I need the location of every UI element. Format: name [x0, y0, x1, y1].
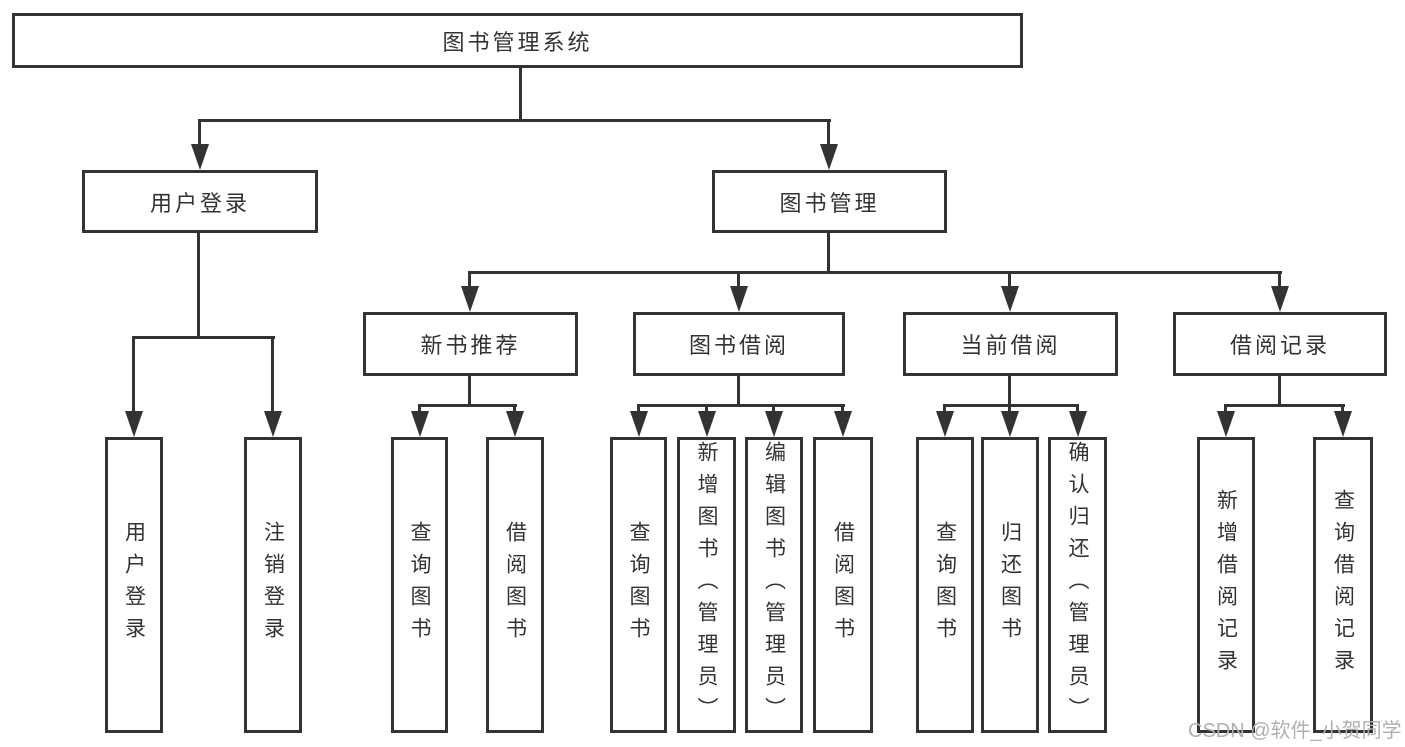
node-label: 查询图书 — [408, 521, 431, 649]
leaf-edit-books-admin: 编辑图书（管理员） — [745, 437, 803, 733]
arrow-down-icon — [461, 286, 479, 312]
leaf-borrow-books-recommend: 借阅图书 — [486, 437, 544, 733]
connector-stem — [1008, 376, 1011, 407]
node-borrowing-records: 借阅记录 — [1173, 312, 1387, 376]
arrow-down-icon — [1069, 411, 1087, 437]
connector-stem — [737, 376, 740, 407]
node-label: 新增借阅记录 — [1214, 489, 1238, 681]
node-label: 新书推荐 — [420, 333, 521, 358]
node-label: 查询图书 — [627, 521, 650, 649]
leaf-add-borrow-record: 新增借阅记录 — [1197, 437, 1255, 733]
connector-root-hbar — [198, 119, 831, 122]
arrow-down-icon — [730, 286, 748, 312]
node-label: 用户登录 — [149, 190, 250, 216]
leaf-add-books-admin: 新增图书（管理员） — [677, 437, 736, 733]
leaf-query-books-recommend: 查询图书 — [391, 437, 448, 733]
node-label: 注销登录 — [261, 521, 285, 649]
node-label: 用户登录 — [122, 521, 146, 649]
arrow-down-icon — [834, 411, 852, 437]
node-label: 借阅记录 — [1229, 333, 1330, 358]
node-label: 查询借阅记录 — [1331, 489, 1355, 681]
connector-hbar — [637, 404, 845, 407]
node-label: 新增图书（管理员） — [695, 441, 718, 729]
arrow-down-icon — [506, 411, 524, 437]
leaf-user-login: 用户登录 — [105, 437, 163, 733]
arrow-down-icon — [936, 411, 954, 437]
node-label: 图书管理 — [779, 190, 880, 216]
connector-hbar — [1224, 404, 1345, 407]
connector-drop-leaf — [772, 407, 775, 413]
connector-hbar — [943, 404, 1079, 407]
node-current-borrowing: 当前借阅 — [903, 312, 1118, 376]
leaf-query-books-borrowing: 查询图书 — [610, 437, 667, 733]
node-label: 当前借阅 — [960, 333, 1061, 358]
connector-drop-book-management — [827, 122, 830, 147]
connector-drop-leaf — [705, 407, 708, 413]
arrow-down-icon — [191, 144, 209, 170]
watermark-text: CSDN @软件_小贺同学 — [1188, 720, 1402, 742]
node-label: 确认归还（管理员） — [1066, 441, 1089, 729]
node-new-book-recommendation: 新书推荐 — [363, 312, 578, 376]
connector-root-stem — [519, 67, 522, 122]
connector-drop-level3 — [468, 274, 471, 288]
connector-drop-leaf — [1008, 407, 1011, 413]
connector-drop-user-login — [198, 122, 201, 147]
node-library-management-system: 图书管理系统 — [12, 13, 1023, 68]
arrow-down-icon — [411, 411, 429, 437]
leaf-confirm-return-admin: 确认归还（管理员） — [1048, 437, 1107, 733]
node-label: 编辑图书（管理员） — [762, 441, 786, 729]
connector-hbar — [418, 404, 517, 407]
connector-drop-level3 — [1008, 274, 1011, 288]
leaf-return-books: 归还图书 — [981, 437, 1039, 733]
connector-drop-leaf — [841, 407, 844, 413]
arrow-down-icon — [1001, 411, 1019, 437]
node-label: 图书借阅 — [688, 333, 789, 358]
connector-drop-leaf — [271, 339, 274, 414]
node-book-management: 图书管理 — [712, 170, 947, 233]
connector-drop-leaf — [1224, 407, 1227, 413]
node-label: 归还图书 — [998, 521, 1022, 649]
arrow-down-icon — [264, 411, 282, 437]
arrow-down-icon — [125, 411, 143, 437]
connector-drop-leaf — [943, 407, 946, 413]
arrow-down-icon — [1217, 411, 1235, 437]
leaf-logout: 注销登录 — [244, 437, 302, 733]
node-label: 图书管理系统 — [442, 29, 593, 55]
arrow-down-icon — [765, 411, 783, 437]
connector-book-management-stem — [827, 233, 830, 274]
connector-drop-leaf — [1076, 407, 1079, 413]
node-label: 借阅图书 — [503, 521, 527, 649]
arrow-down-icon — [1271, 286, 1289, 312]
leaf-query-borrow-record: 查询借阅记录 — [1313, 437, 1373, 733]
connector-drop-leaf — [513, 407, 516, 413]
node-label: 查询图书 — [933, 521, 957, 649]
connector-stem — [468, 376, 471, 407]
leaf-borrow-books-borrowing: 借阅图书 — [813, 437, 873, 733]
node-label: 借阅图书 — [831, 521, 855, 649]
arrow-down-icon — [1001, 286, 1019, 312]
leaf-query-books-current: 查询图书 — [916, 437, 974, 733]
connector-book-management-hbar — [468, 271, 1282, 274]
connector-drop-level3 — [1278, 274, 1281, 288]
arrow-down-icon — [698, 411, 716, 437]
arrow-down-icon — [1334, 411, 1352, 437]
node-book-borrowing: 图书借阅 — [633, 312, 845, 376]
connector-drop-level3 — [737, 274, 740, 288]
connector-drop-leaf — [418, 407, 421, 413]
connector-drop-leaf — [637, 407, 640, 413]
arrow-down-icon — [820, 144, 838, 170]
node-user-login: 用户登录 — [82, 170, 318, 233]
arrow-down-icon — [630, 411, 648, 437]
connector-user-login-stem — [197, 233, 200, 339]
connector-stem — [1278, 376, 1281, 407]
connector-drop-leaf — [132, 339, 135, 414]
connector-user-login-hbar — [132, 336, 275, 339]
connector-drop-leaf — [1341, 407, 1344, 413]
